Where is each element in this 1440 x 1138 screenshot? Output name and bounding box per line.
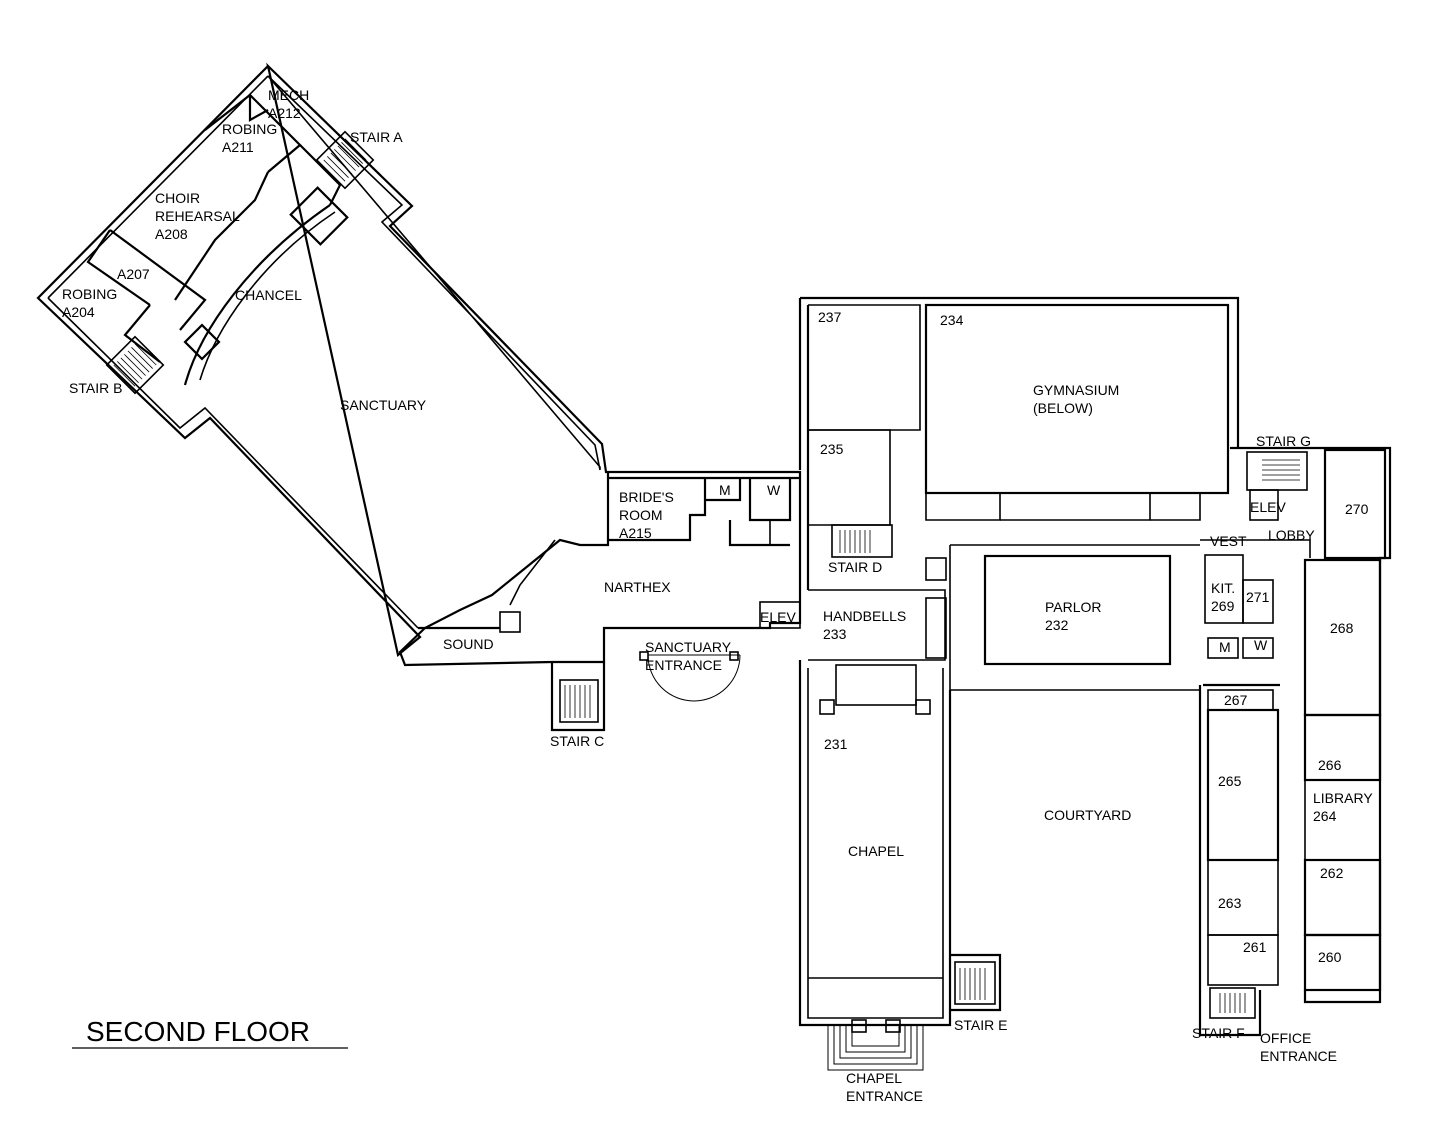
stair-e-graphic [959,968,986,1000]
room-label-w-2: W [1254,637,1268,653]
floor-title: SECOND FLOOR [86,1016,310,1047]
room-label-a207: A207 [117,266,150,282]
chapel-wing [798,660,1002,1071]
room-label-r261: 261 [1243,939,1267,955]
room-label-stair-a: STAIR A [350,129,403,145]
room-label-mech-line-1: MECH [268,87,309,103]
room-label-r271: 271 [1246,589,1270,605]
room-label-r265: 265 [1218,773,1242,789]
stair-b-graphic [105,335,165,395]
room-label-stair-e: STAIR E [954,1017,1007,1033]
room-label-r266: 266 [1318,757,1342,773]
room-label-elev-1: ELEV [760,609,796,625]
room-label-robing-a211-line-2: A211 [222,139,254,155]
room-label-kit-line-2: 269 [1211,598,1235,614]
room-label-gymnasium-line-1: GYMNASIUM [1033,382,1119,398]
room-label-r263: 263 [1218,895,1242,911]
room-label-stair-d: STAIR D [828,559,882,575]
room-label-m-2: M [1219,639,1231,655]
room-label-r267: 267 [1224,692,1248,708]
room-label-handbells-line-2: 233 [823,626,847,642]
room-label-r235: 235 [820,441,844,457]
room-label-sanctuary: SANCTUARY [340,397,427,413]
room-label-sanctuary-entrance-line-2: ENTRANCE [645,657,722,673]
room-label-courtyard: COURTYARD [1044,807,1131,823]
room-label-chancel: CHANCEL [235,287,302,303]
stair-a-graphic [315,130,375,190]
room-label-stair-f: STAIR F [1192,1025,1245,1041]
room-label-library-line-1: LIBRARY [1313,790,1373,806]
central-block [759,296,1240,691]
room-label-kit-line-1: KIT. [1211,580,1235,596]
room-label-r262: 262 [1320,865,1344,881]
room-label-chapel-entrance-line-2: ENTRANCE [846,1088,923,1104]
room-label-elev-2: ELEV [1250,499,1286,515]
room-label-library-line-2: 264 [1313,808,1337,824]
room-label-stair-c: STAIR C [550,733,604,749]
room-label-sound: SOUND [443,636,494,652]
room-label-brides-room-line-2: ROOM [619,507,663,523]
room-label-m-1: M [719,482,731,498]
room-label-stair-g: STAIR G [1256,433,1311,449]
room-label-chapel-entrance-line-1: CHAPEL [846,1070,902,1086]
stair-f-graphic [1219,993,1246,1013]
room-label-w-1: W [767,482,781,498]
room-label-narthex: NARTHEX [604,579,671,595]
room-label-chapel: CHAPEL [848,843,904,859]
room-label-lobby: LOBBY [1268,527,1315,543]
chapel-entrance-steps [827,1019,924,1071]
room-label-sanctuary-entrance-line-1: SANCTUARY [645,639,732,655]
room-label-r237: 237 [818,309,842,325]
room-label-stair-b: STAIR B [69,380,122,396]
room-label-robing-a204-line-1: ROBING [62,286,117,302]
room-label-r260: 260 [1318,949,1342,965]
stair-g-graphic [1262,459,1300,481]
east-wing [1198,446,1392,1037]
room-label-choir-rehearsal-line-1: CHOIR [155,190,200,206]
room-label-mech-line-2: A212 [268,105,301,121]
sanctuary-wing [36,62,802,732]
room-label-brides-room-line-3: A215 [619,525,652,541]
room-label-robing-a204-line-2: A204 [62,304,95,320]
room-label-choir-rehearsal-line-3: A208 [155,226,188,242]
room-label-office-entrance-line-2: ENTRANCE [1260,1048,1337,1064]
room-label-parlor-line-2: 232 [1045,617,1069,633]
room-label-robing-a211-line-1: ROBING [222,121,277,137]
stair-d-graphic [839,530,871,553]
room-label-r268: 268 [1330,620,1354,636]
room-label-handbells-line-1: HANDBELLS [823,608,906,624]
room-label-choir-rehearsal-line-2: REHEARSAL [155,208,240,224]
room-label-vest: VEST [1210,533,1247,549]
stair-c-graphic [550,662,606,732]
room-label-office-entrance-line-1: OFFICE [1260,1030,1311,1046]
room-label-parlor-line-1: PARLOR [1045,599,1102,615]
room-label-brides-room-line-1: BRIDE'S [619,489,674,505]
room-label-r234: 234 [940,312,964,328]
room-label-gymnasium-line-2: (BELOW) [1033,400,1093,416]
room-label-r270: 270 [1345,501,1369,517]
room-label-r231: 231 [824,736,848,752]
